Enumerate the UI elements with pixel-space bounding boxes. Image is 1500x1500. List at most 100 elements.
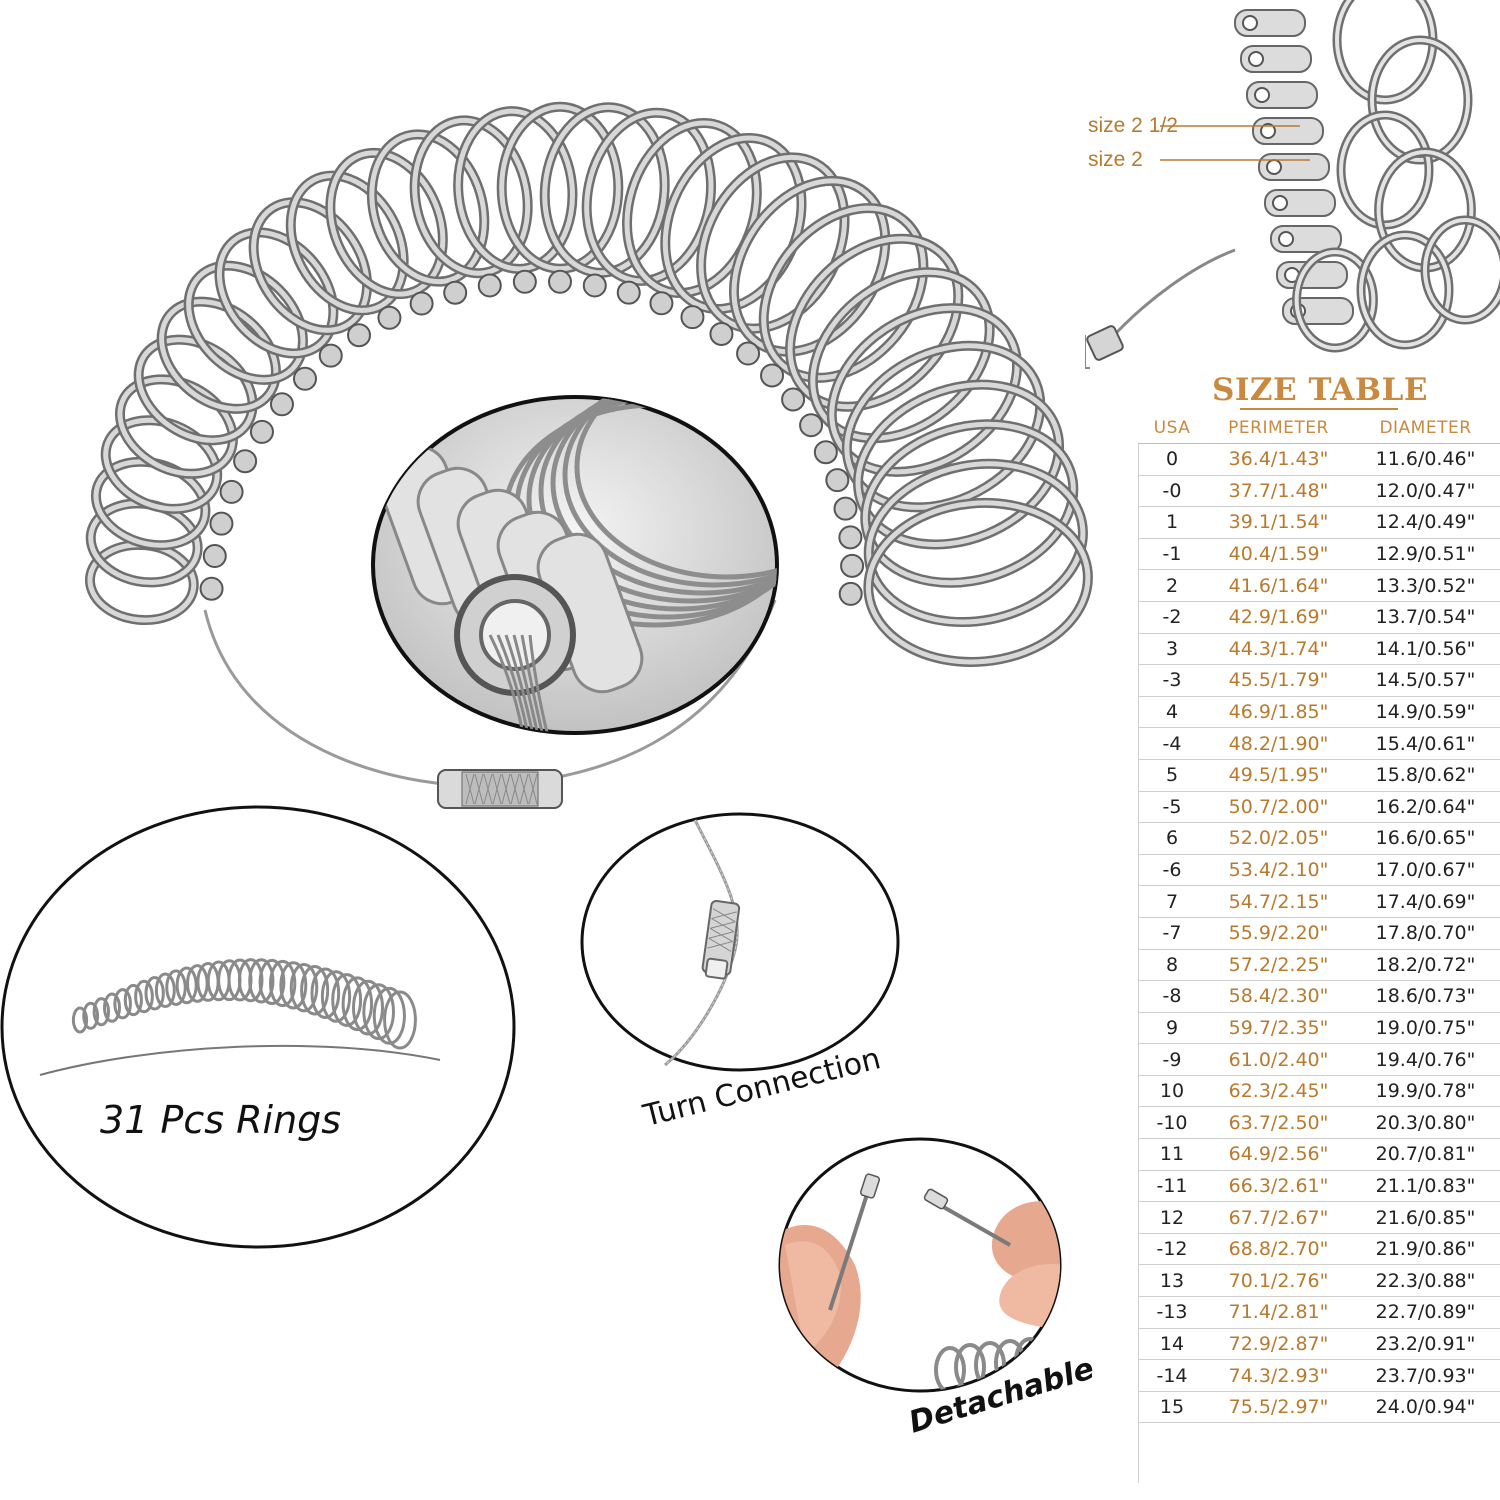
ring-tags-photo bbox=[1085, 0, 1500, 369]
sizer-ring bbox=[285, 170, 409, 330]
usa-size-cell: 15 bbox=[1138, 1390, 1206, 1424]
sizer-ring bbox=[758, 203, 929, 388]
diameter-cell: 12.9/0.51" bbox=[1351, 537, 1500, 571]
mini-ring bbox=[383, 990, 417, 1050]
sizer-ring bbox=[114, 374, 258, 479]
mini-ring bbox=[154, 972, 176, 1009]
mini-ring bbox=[71, 1006, 89, 1034]
usa-size-cell: -4 bbox=[1138, 727, 1206, 760]
perimeter-cell: 63.7/2.50" bbox=[1206, 1106, 1351, 1140]
diameter-cell: 17.0/0.67" bbox=[1351, 853, 1500, 887]
usa-size-cell: 9 bbox=[1138, 1011, 1206, 1045]
rings-count-caption: 31 Pcs Rings bbox=[100, 1098, 342, 1142]
perimeter-cell: 37.7/1.48" bbox=[1206, 474, 1351, 508]
mini-ring bbox=[248, 958, 275, 1004]
usa-size-cell: -3 bbox=[1138, 664, 1206, 697]
usa-size-cell: -7 bbox=[1138, 916, 1206, 950]
detachable-circle bbox=[778, 1137, 1062, 1393]
diameter-cell: 23.7/0.93" bbox=[1351, 1359, 1500, 1392]
mini-ring bbox=[362, 983, 395, 1041]
ring-sizer-illustration bbox=[84, 101, 1093, 809]
title-underline bbox=[1240, 408, 1398, 410]
sizer-ring bbox=[409, 115, 533, 298]
usa-size-cell: 11 bbox=[1138, 1138, 1206, 1171]
mini-ring bbox=[237, 958, 264, 1003]
header-usa: USA bbox=[1153, 418, 1191, 438]
turn-connection-circle bbox=[580, 812, 900, 1072]
diameter-cell: 16.6/0.65" bbox=[1351, 822, 1500, 855]
usa-size-cell: -1 bbox=[1138, 537, 1206, 571]
sizer-ring bbox=[581, 107, 717, 305]
mini-ring bbox=[134, 979, 154, 1014]
size-pointer-lines bbox=[1160, 125, 1310, 161]
diameter-cell: 17.8/0.70" bbox=[1351, 916, 1500, 950]
mini-ring bbox=[258, 958, 286, 1006]
perimeter-cell: 55.9/2.20" bbox=[1206, 916, 1351, 950]
diameter-cell: 16.2/0.64" bbox=[1351, 790, 1500, 824]
sizer-ring bbox=[453, 106, 578, 294]
sizer-ring bbox=[781, 233, 964, 412]
diameter-cell: 18.6/0.73" bbox=[1351, 980, 1500, 1013]
mini-ring bbox=[320, 970, 352, 1023]
perimeter-cell: 45.5/1.79" bbox=[1206, 664, 1351, 697]
perimeter-cell: 49.5/1.95" bbox=[1206, 758, 1351, 792]
usa-size-cell: -6 bbox=[1138, 853, 1206, 887]
usa-size-cell: 7 bbox=[1138, 885, 1206, 918]
sizer-ring bbox=[838, 497, 1093, 667]
diameter-cell: 15.4/0.61" bbox=[1351, 727, 1500, 760]
usa-size-cell: 13 bbox=[1138, 1264, 1206, 1298]
sizer-ring bbox=[728, 175, 891, 366]
diameter-cell: 19.9/0.78" bbox=[1351, 1074, 1500, 1108]
diameter-cell: 23.2/0.91" bbox=[1351, 1327, 1500, 1361]
perimeter-cell: 59.7/2.35" bbox=[1206, 1011, 1351, 1045]
perimeter-cell: 57.2/2.25" bbox=[1206, 948, 1351, 982]
sizer-ring bbox=[496, 101, 624, 294]
perimeter-cell: 64.9/2.56" bbox=[1206, 1138, 1351, 1171]
perimeter-cell: 75.5/2.97" bbox=[1206, 1390, 1351, 1424]
perimeter-cell: 68.8/2.70" bbox=[1206, 1232, 1351, 1266]
usa-size-cell: -11 bbox=[1138, 1169, 1206, 1203]
usa-size-cell: 6 bbox=[1138, 822, 1206, 855]
perimeter-cell: 41.6/1.64" bbox=[1206, 569, 1351, 602]
diameter-cell: 20.3/0.80" bbox=[1351, 1106, 1500, 1140]
perimeter-cell: 58.4/2.30" bbox=[1206, 980, 1351, 1013]
diameter-cell: 19.0/0.75" bbox=[1351, 1011, 1500, 1045]
mini-ring bbox=[331, 973, 363, 1027]
usa-size-cell: 4 bbox=[1138, 695, 1206, 729]
mini-ring bbox=[289, 962, 319, 1013]
diameter-cell: 13.3/0.52" bbox=[1351, 569, 1500, 602]
diameter-cell: 21.6/0.85" bbox=[1351, 1201, 1500, 1234]
perimeter-cell: 66.3/2.61" bbox=[1206, 1169, 1351, 1203]
diameter-cell: 11.6/0.46" bbox=[1351, 443, 1500, 476]
diameter-cell: 14.5/0.57" bbox=[1351, 664, 1500, 697]
usa-size-cell: 12 bbox=[1138, 1201, 1206, 1234]
perimeter-cell: 67.7/2.67" bbox=[1206, 1201, 1351, 1234]
usa-size-cell: 10 bbox=[1138, 1074, 1206, 1108]
mini-ring bbox=[175, 966, 198, 1005]
usa-size-cell: -9 bbox=[1138, 1043, 1206, 1076]
diameter-cell: 18.2/0.72" bbox=[1351, 948, 1500, 982]
mini-ring bbox=[300, 965, 330, 1016]
mini-ring bbox=[268, 959, 297, 1008]
diameter-cell: 22.7/0.89" bbox=[1351, 1296, 1500, 1329]
diameter-cell: 20.7/0.81" bbox=[1351, 1138, 1500, 1171]
mini-ring bbox=[351, 979, 385, 1036]
sizer-ring bbox=[248, 197, 373, 348]
